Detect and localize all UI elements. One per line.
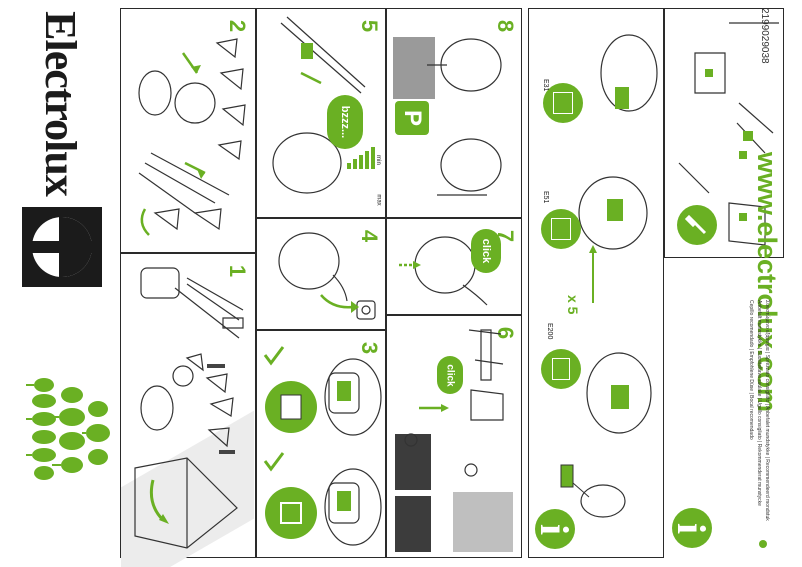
bag-e31-circle <box>543 83 583 123</box>
recommended-nozzle-line-1: Συνιστώμενο εξάρτημα | Sprezzato consigl… <box>764 300 770 521</box>
switch-on-illustration <box>272 16 375 194</box>
panel-bag-replacement: E31 E51 x 5 E200 i <box>528 8 664 558</box>
plug-in-illustration <box>278 232 376 320</box>
bag-e200-label: E200 <box>546 323 553 340</box>
sound-bubble: bzzz... <box>327 95 363 149</box>
click-label-7: click <box>480 238 492 264</box>
panel-step-5: 5 bzzz... min max <box>256 8 386 218</box>
wrench-icon <box>677 205 717 245</box>
panel-step-3: 3 <box>256 330 386 558</box>
brand-wordmark: Electrolux <box>10 8 110 198</box>
click-bubble-6: click <box>437 356 463 394</box>
tree-illustration <box>14 375 114 490</box>
recommended-nozzle-dot <box>759 540 767 548</box>
bag-e51-label: E51 <box>542 191 549 204</box>
click-bubble-7: click <box>471 229 501 273</box>
electrolux-logo <box>22 207 102 287</box>
bag-e200-circle <box>541 349 581 389</box>
info-symbol-footer: i <box>669 522 715 534</box>
cover-strip: Electrolux <box>0 0 118 567</box>
nozzle-illustration <box>404 329 504 477</box>
info-circle-footer: i <box>670 508 715 548</box>
panel-maintenance <box>664 8 784 258</box>
min-label: min <box>374 155 381 165</box>
bag-e31-label: E31 <box>542 79 549 92</box>
wall-backdrop <box>393 37 435 99</box>
maintenance-illustration <box>678 22 779 246</box>
max-label: max <box>375 194 382 206</box>
panel-step-4: 4 <box>256 218 386 330</box>
info-circle-bags: i <box>533 509 578 549</box>
info-symbol-bags: i <box>532 523 578 535</box>
recommended-nozzle-line-2: Anbefalt munnstykke | Suositeltava suula… <box>756 300 762 506</box>
floor-hard-2 <box>395 496 431 552</box>
panel-step-1: 1 <box>120 253 256 567</box>
document-number: 2199029038 <box>759 8 770 64</box>
assembly-illustration <box>138 38 246 236</box>
panel-step-6: 6 click <box>386 315 522 558</box>
bag-repeat-label: x 5 <box>565 295 581 315</box>
storage-illustration <box>427 38 502 196</box>
parking-label: P <box>398 109 426 127</box>
panel-step-2: 2 <box>120 8 256 253</box>
panel-step-8: 8 P <box>386 8 522 218</box>
bag-insert-illustration <box>263 346 382 546</box>
floor-carpet <box>453 492 513 552</box>
panel-step-7: 7 click <box>386 218 522 315</box>
sound-label: bzzz... <box>338 105 351 139</box>
parking-sign: P <box>395 101 429 135</box>
bag-replacement-illustration <box>560 34 658 518</box>
brand-name: Electrolux <box>35 10 85 196</box>
click-label-6: click <box>444 363 456 387</box>
recommended-nozzle-line-3: Cepillo recomendado | Empfohlene Düse | … <box>748 300 754 440</box>
unboxing-illustration <box>134 267 244 549</box>
bag-e51-circle <box>541 209 581 249</box>
floor-hard-1 <box>395 434 431 490</box>
